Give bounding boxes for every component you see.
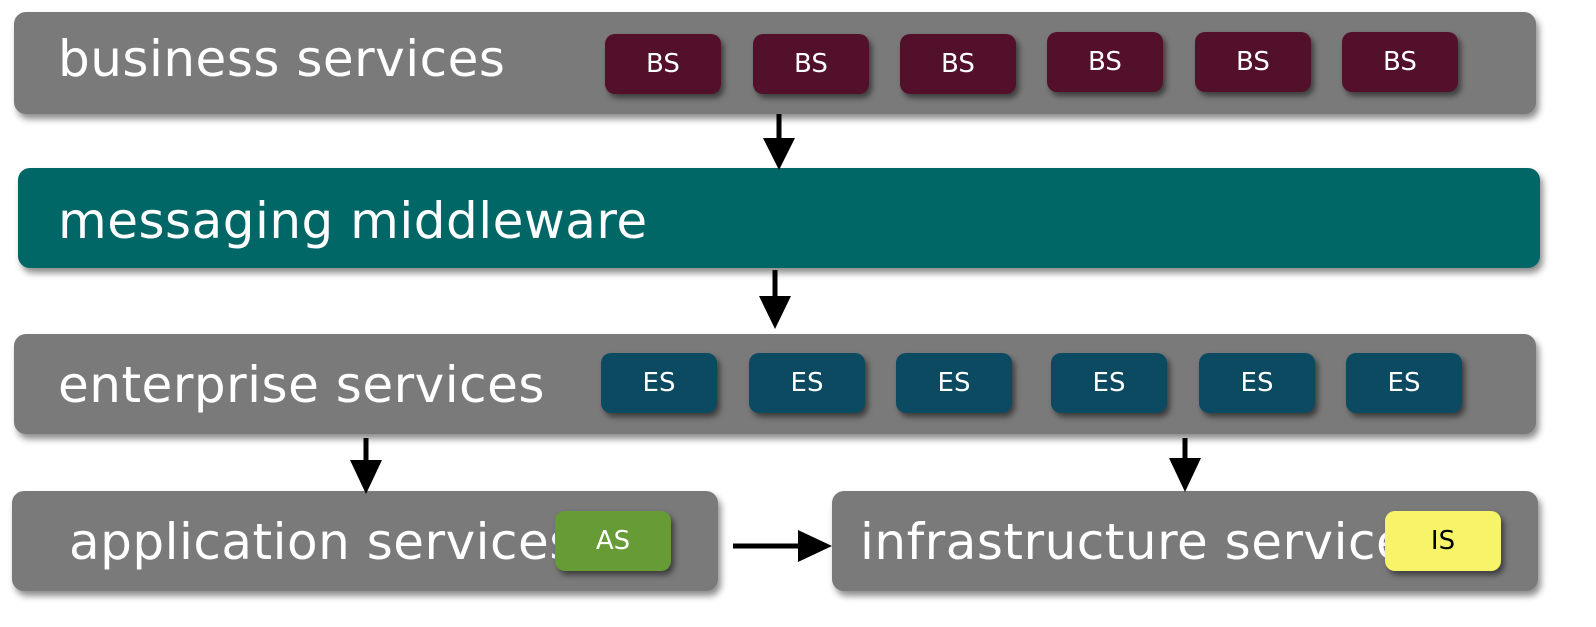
business-service-chip: BS: [1195, 32, 1311, 92]
enterprise-services-label: enterprise services: [58, 356, 545, 414]
enterprise-service-chip: ES: [1051, 353, 1167, 413]
arrow-application-to-infrastructure: [733, 530, 832, 562]
enterprise-service-chip: ES: [1199, 353, 1315, 413]
business-service-chip: BS: [605, 34, 721, 94]
business-service-chip: BS: [900, 34, 1016, 94]
enterprise-service-chip: ES: [1346, 353, 1462, 413]
enterprise-service-chip: ES: [749, 353, 865, 413]
arrow-enterprise-to-application: [350, 438, 382, 494]
arrow-business-to-middleware: [763, 114, 795, 170]
arrow-middleware-to-enterprise: [759, 270, 791, 329]
enterprise-service-chip: ES: [896, 353, 1012, 413]
enterprise-service-chip: ES: [601, 353, 717, 413]
business-service-chip: BS: [1047, 32, 1163, 92]
business-services-layer: business services BS BS BS BS BS BS: [14, 12, 1536, 114]
business-services-label: business services: [58, 30, 506, 88]
business-service-chip: BS: [753, 34, 869, 94]
arrow-enterprise-to-infrastructure: [1169, 438, 1201, 492]
application-services-label: application services: [69, 513, 576, 571]
application-services-layer: application services AS: [12, 491, 718, 591]
messaging-middleware-layer: messaging middleware: [18, 168, 1540, 268]
messaging-middleware-label: messaging middleware: [58, 192, 648, 250]
enterprise-services-layer: enterprise services ES ES ES ES ES ES: [14, 334, 1536, 434]
application-service-chip: AS: [555, 511, 671, 571]
infrastructure-services-layer: infrastructure services IS: [832, 491, 1538, 591]
infrastructure-service-chip: IS: [1385, 511, 1501, 571]
business-service-chip: BS: [1342, 32, 1458, 92]
infrastructure-services-label: infrastructure services: [860, 513, 1434, 571]
